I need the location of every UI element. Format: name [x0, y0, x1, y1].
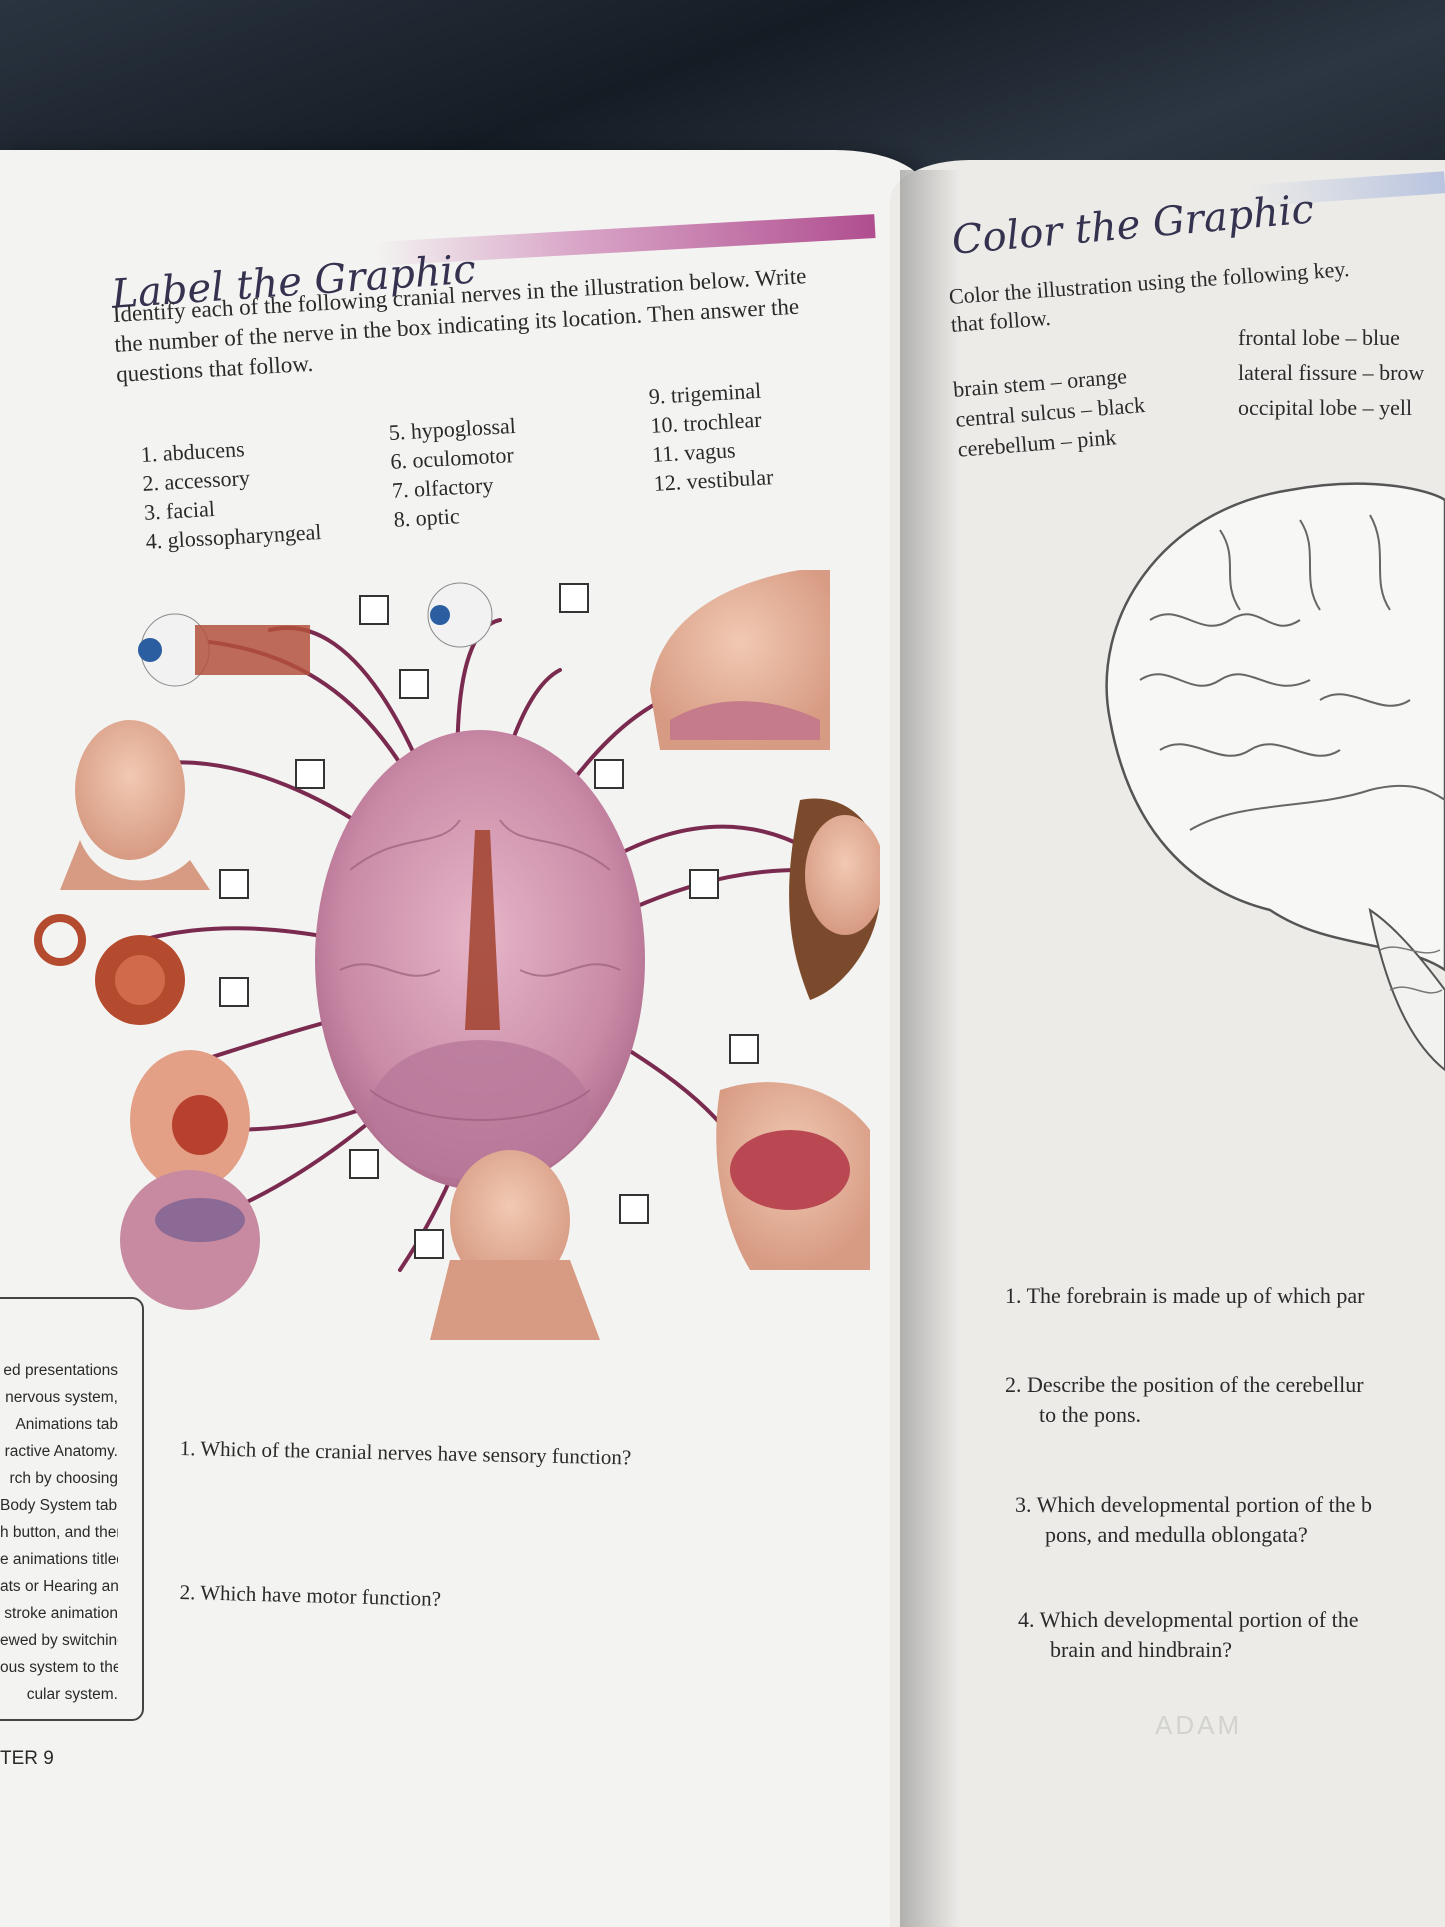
nerve-list-col3: 9. trigeminal 10. trochlear 11. vagus 12…	[648, 375, 774, 498]
label-box[interactable]	[619, 1194, 649, 1224]
right-page	[890, 160, 1445, 1927]
label-box[interactable]	[729, 1034, 759, 1064]
neck-head-illustration	[430, 1150, 600, 1340]
eye-muscles-illustration	[138, 613, 310, 687]
book-gutter	[900, 170, 960, 1927]
label-box[interactable]	[559, 583, 589, 613]
woman-head-illustration	[789, 798, 880, 1000]
cranial-nerves-illustration	[34, 570, 880, 1340]
label-box[interactable]	[414, 1229, 444, 1259]
brain-line-drawing	[1105, 482, 1445, 1072]
right-question-3: 3. Which developmental portion of the b …	[1015, 1492, 1373, 1547]
right-question-1: 1. The forebrain is made up of which par	[1005, 1283, 1365, 1308]
color-key-right: frontal lobe – blue lateral fissure – br…	[1238, 320, 1445, 425]
chapter-footer: TER 9	[0, 1748, 54, 1769]
nerve-list-col2: 5. hypoglossal 6. oculomotor 7. olfactor…	[388, 411, 521, 534]
color-key-left: brain stem – orange central sulcus – bla…	[952, 360, 1148, 465]
publisher-logo: ADAM	[1155, 1710, 1243, 1740]
sidebar-callout	[0, 1297, 144, 1721]
sidebar-callout-text: ed presentations nervous system, Animati…	[0, 1362, 118, 1703]
label-boxes	[219, 583, 759, 1259]
label-box[interactable]	[689, 869, 719, 899]
nerve-list-col1: 1. abducens 2. accessory 3. facial 4. gl…	[140, 430, 322, 556]
label-box[interactable]	[359, 595, 389, 625]
right-question-4: 4. Which developmental portion of the br…	[1018, 1607, 1359, 1662]
face-muscles-illustration	[60, 720, 210, 890]
mouth-throat-illustration	[716, 1082, 870, 1270]
inner-ear-illustration	[34, 914, 185, 1025]
thoracic-organs-illustration	[120, 1050, 260, 1310]
label-box[interactable]	[349, 1149, 379, 1179]
key-item: frontal lobe – blue	[1238, 325, 1400, 350]
key-item: occipital lobe – yell	[1238, 395, 1413, 420]
key-item: lateral fissure – brow	[1238, 360, 1425, 385]
right-question-2: 2. Describe the position of the cerebell…	[1005, 1372, 1364, 1427]
label-box[interactable]	[295, 759, 325, 789]
label-box[interactable]	[219, 869, 249, 899]
nasal-cavity-illustration	[650, 570, 830, 750]
label-box[interactable]	[594, 759, 624, 789]
label-box[interactable]	[219, 977, 249, 1007]
label-box[interactable]	[399, 669, 429, 699]
eye-optic-illustration	[427, 582, 493, 648]
